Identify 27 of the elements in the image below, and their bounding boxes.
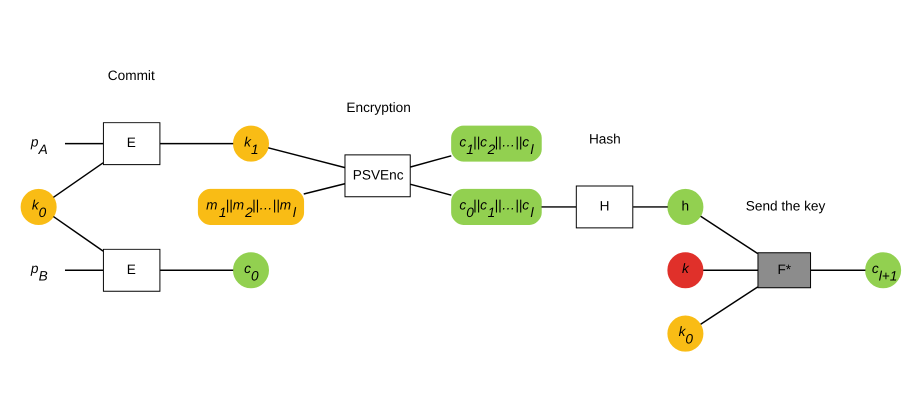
node-box: E — [102, 248, 160, 292]
label: Commit — [108, 68, 155, 84]
node-box: E — [102, 122, 160, 166]
node-circle: h — [667, 188, 704, 225]
connector — [410, 184, 452, 196]
connector — [633, 206, 668, 208]
label: Send the key — [746, 198, 826, 214]
connector — [700, 216, 758, 254]
node-box: H — [576, 186, 634, 228]
connector — [53, 162, 104, 198]
connector — [810, 270, 866, 271]
connector — [268, 147, 346, 168]
connector — [542, 206, 576, 208]
connector — [64, 270, 104, 271]
connector — [64, 142, 104, 144]
node-circle: k — [667, 252, 704, 288]
connector — [703, 270, 758, 271]
connector — [304, 183, 345, 195]
label: Hash — [588, 131, 621, 146]
label: Encryption — [346, 100, 411, 116]
node-box: PSVEnc — [344, 154, 411, 198]
node-box: F* — [757, 252, 812, 288]
connector — [53, 216, 104, 252]
connector — [700, 286, 758, 325]
connector — [160, 270, 234, 271]
connector — [160, 142, 234, 144]
connector — [410, 155, 452, 168]
